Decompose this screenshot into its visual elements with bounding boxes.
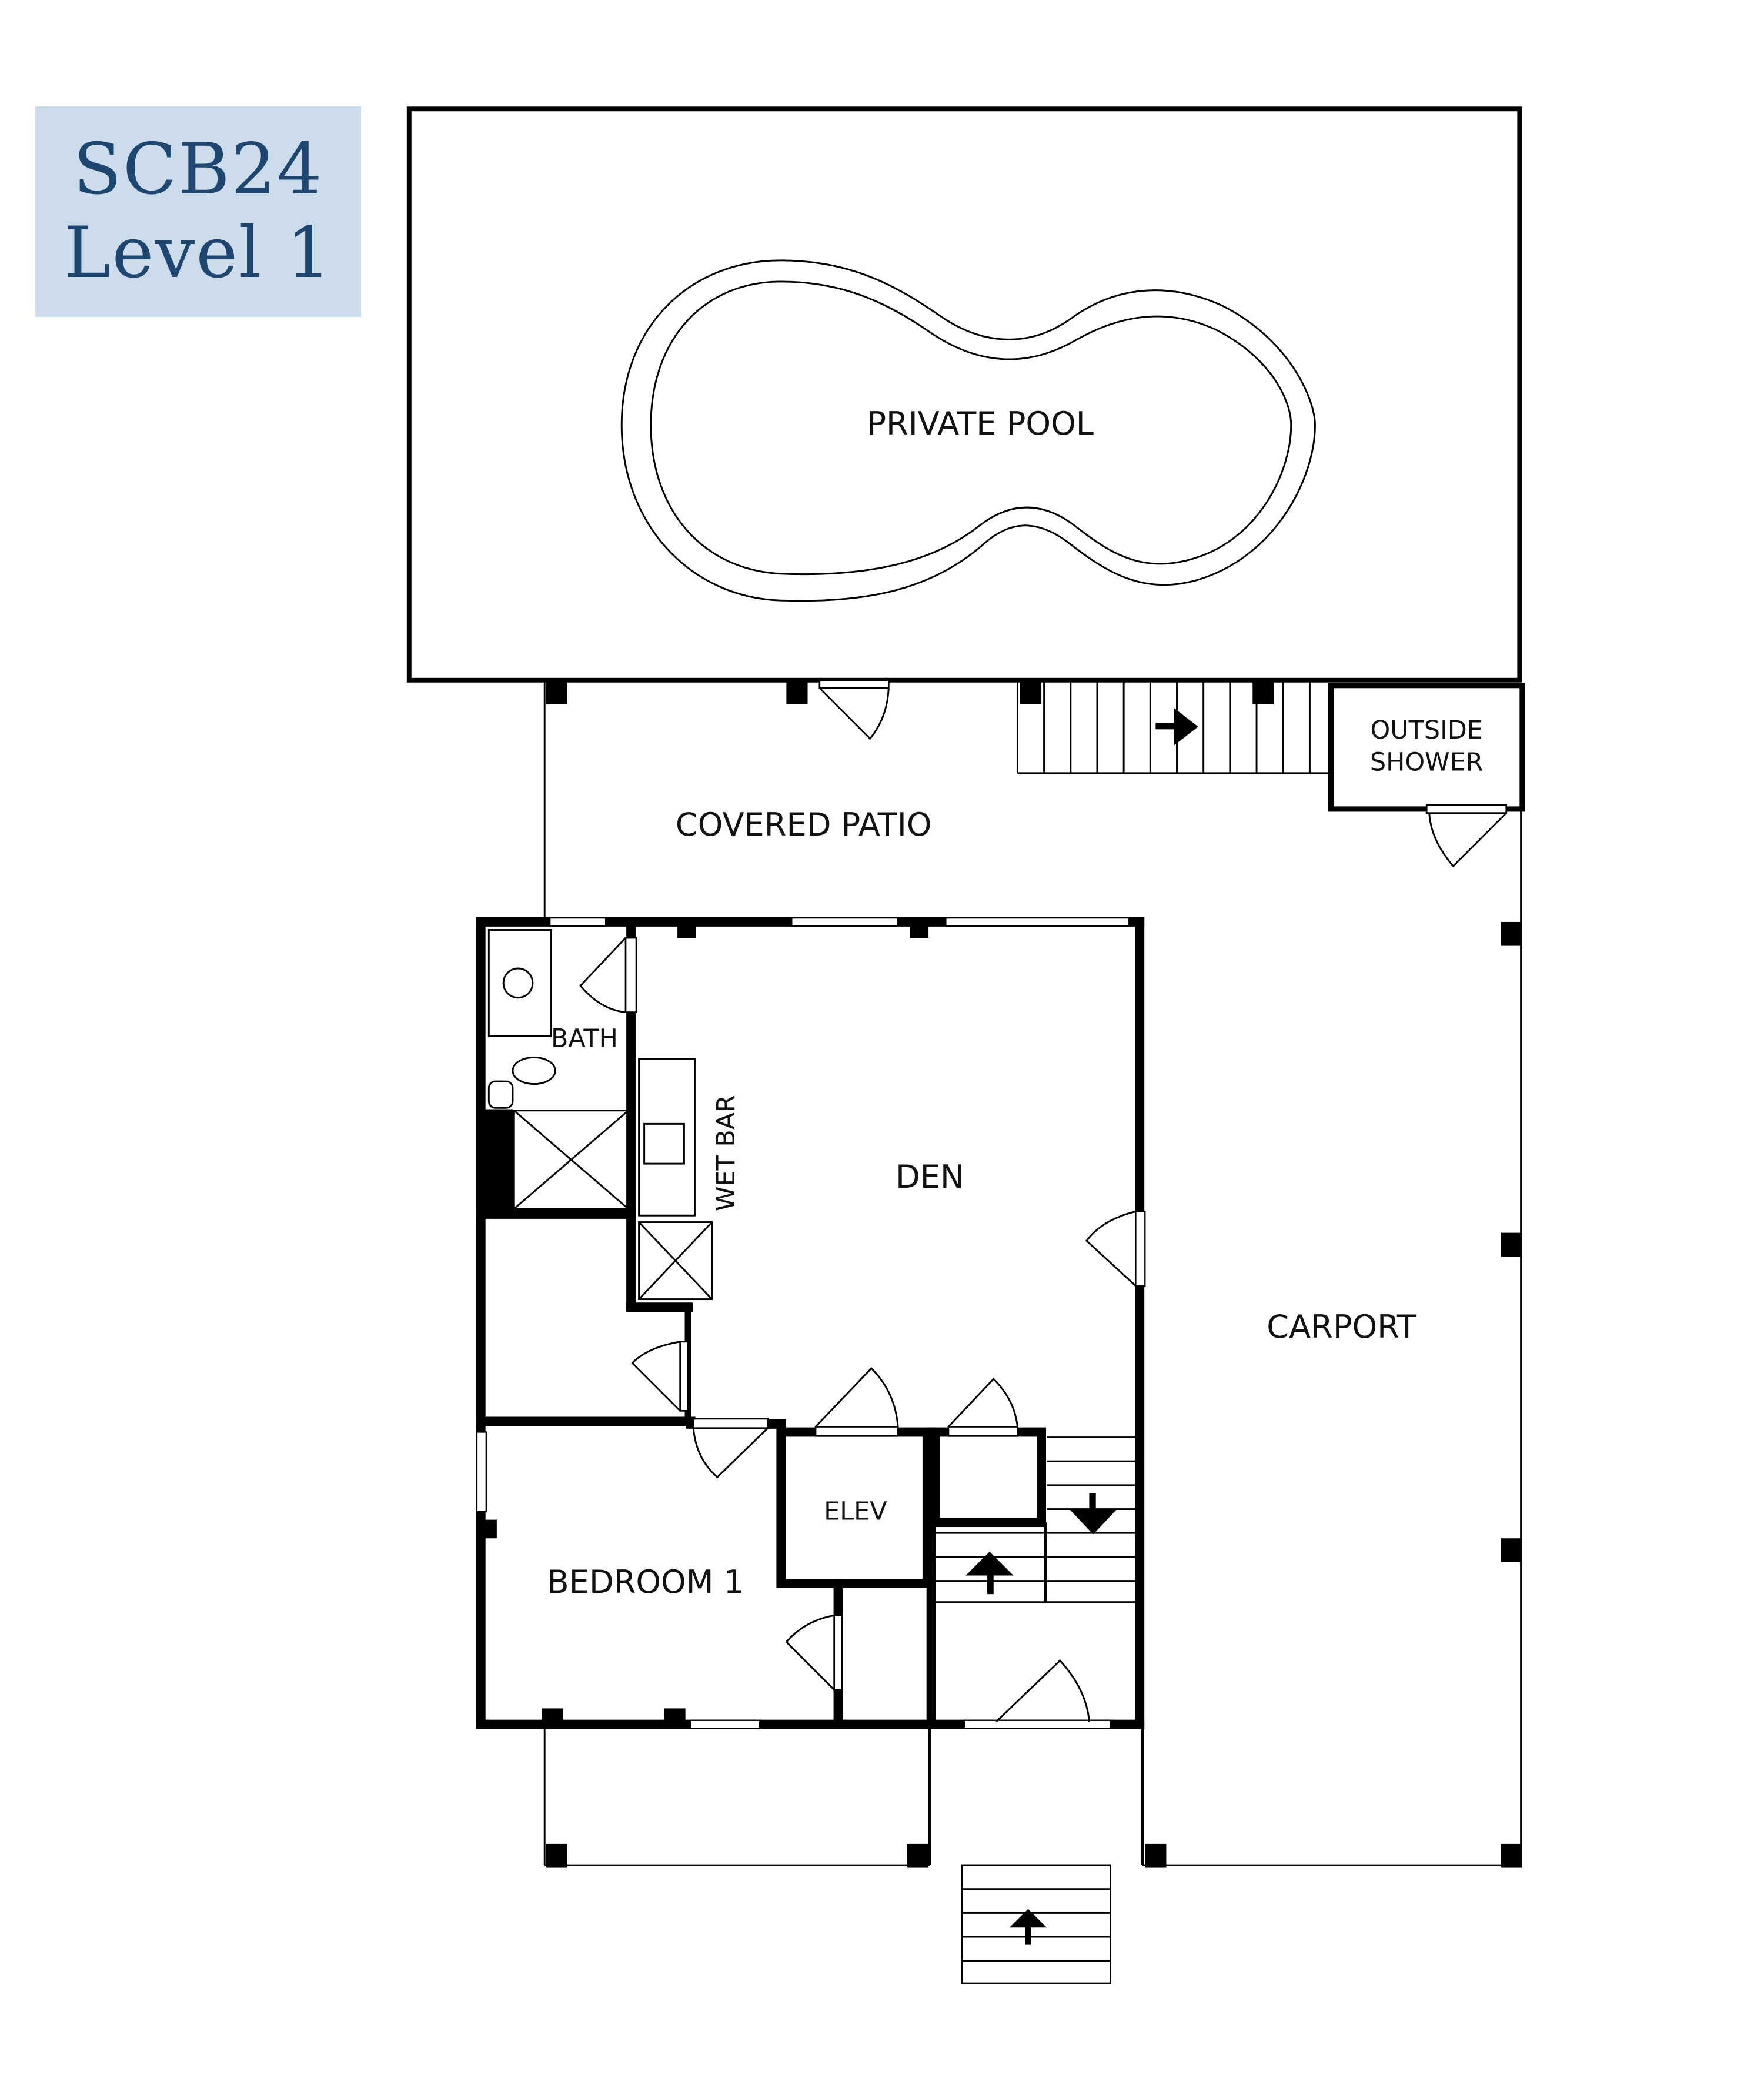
property-code: SCB24 (73, 129, 323, 210)
entry-stairs[interactable] (961, 1864, 1112, 1984)
bedroom-1-label: BEDROOM 1 (547, 1563, 744, 1600)
pool-stairs[interactable] (1016, 680, 1331, 774)
interior-stairs[interactable] (935, 1436, 1136, 1603)
den-label: DEN (896, 1158, 964, 1195)
pool-gate-door[interactable] (818, 679, 890, 740)
arrow-up-icon (1009, 1909, 1047, 1945)
wet-bar-label: WET BAR (711, 1095, 741, 1211)
bath-label: BATH (551, 1024, 618, 1053)
covered-patio: COVERED PATIO CARPORT (543, 680, 1522, 1868)
house-walls (476, 917, 1146, 1729)
floor-level: Level 1 (64, 212, 333, 294)
elevator-label: ELEV (824, 1497, 887, 1526)
stair-closet-door[interactable] (947, 1378, 1018, 1437)
carport-label: CARPORT (1267, 1308, 1417, 1345)
floor-title-block: SCB24 Level 1 (35, 106, 361, 317)
arrow-down-icon (1069, 1493, 1117, 1535)
outside-shower-door[interactable] (1425, 804, 1508, 868)
arrow-right-icon (1155, 708, 1198, 746)
covered-patio-label: COVERED PATIO (676, 806, 932, 843)
bedroom-door[interactable] (692, 1418, 769, 1479)
pool-deck (406, 106, 1522, 683)
front-entry-door[interactable] (995, 1659, 1090, 1723)
pool-label: PRIVATE POOL (867, 405, 1094, 442)
outside-shower: OUTSIDE SHOWER (1328, 683, 1525, 812)
front-porch (928, 1727, 1144, 1866)
bath: BATH (476, 917, 636, 1312)
stair-closet (926, 1427, 1046, 1729)
elevator-door[interactable] (814, 1366, 899, 1437)
bedroom-closet-door[interactable] (785, 1614, 843, 1691)
outside-shower-label-2: SHOWER (1370, 747, 1484, 777)
bedroom-1: BEDROOM 1 (547, 1419, 843, 1729)
den-side-door[interactable] (1085, 1211, 1137, 1287)
wet-bar: WET BAR (638, 1058, 741, 1301)
elevator: ELEV (776, 1427, 932, 1588)
outside-shower-label-1: OUTSIDE (1370, 716, 1482, 745)
bath-door[interactable] (579, 937, 637, 1014)
private-pool: PRIVATE POOL (620, 259, 1316, 602)
arrow-up-icon (965, 1551, 1014, 1595)
hall-closet (476, 1341, 696, 1426)
